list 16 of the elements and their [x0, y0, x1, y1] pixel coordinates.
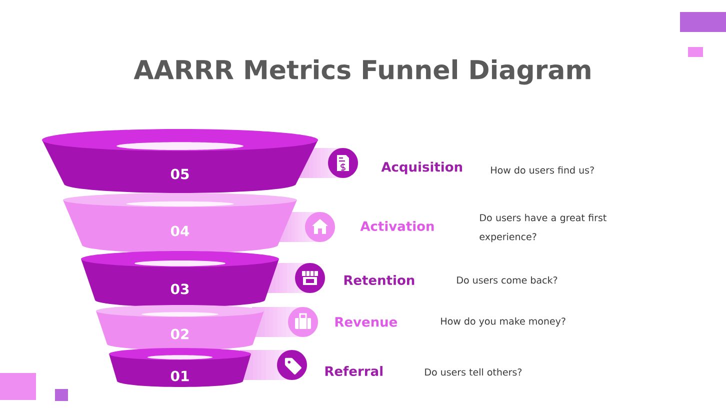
stage-label: Activation	[360, 220, 434, 232]
question-text: Do users have a great first experience?	[480, 214, 606, 242]
stage-label: Retention	[344, 274, 414, 286]
question-text: Do users come back?	[457, 276, 558, 284]
funnel-segment: 03	[81, 251, 279, 307]
funnel-segment: 05	[42, 129, 318, 193]
title: AARRR Metrics Funnel Diagram	[134, 59, 590, 85]
funnel-segment: 04	[63, 193, 297, 253]
funnel-segment: 02	[96, 305, 264, 350]
question-text: How do users find us?	[491, 166, 594, 174]
stage-label: Revenue	[335, 317, 398, 327]
funnel-segment: 01	[109, 348, 251, 387]
question-text: How do you make money?	[441, 317, 566, 327]
stage-label: Acquisition	[381, 162, 462, 174]
question-text: Do users tell others?	[425, 368, 522, 376]
stage-label: Referral	[325, 366, 382, 376]
